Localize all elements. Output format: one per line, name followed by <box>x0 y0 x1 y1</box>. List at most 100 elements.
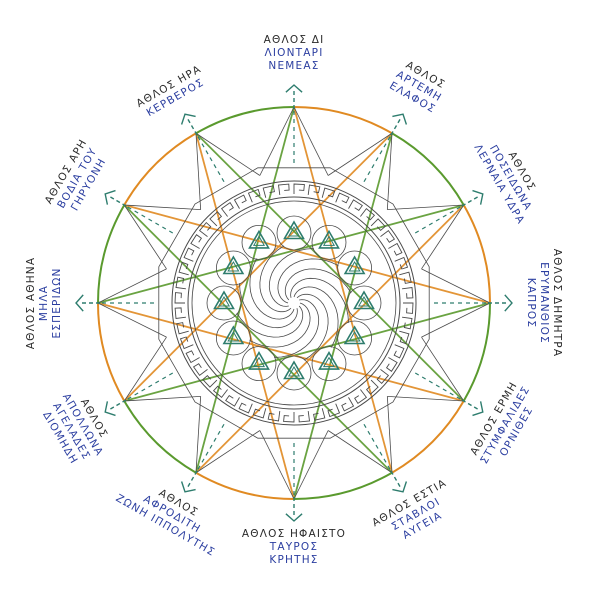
meander-key <box>354 389 368 405</box>
meander-key <box>238 402 253 414</box>
meander-key <box>360 207 376 221</box>
meander-key <box>179 336 194 350</box>
meander-key <box>247 188 261 203</box>
small-circle <box>346 285 382 321</box>
radial-arrowhead <box>472 189 484 205</box>
triangle-outer <box>222 325 245 345</box>
triangle-inner <box>217 296 231 307</box>
spiral-arm <box>249 302 311 348</box>
meander-key <box>225 394 240 407</box>
label-line: ΤΑΥΡΟΣ <box>269 541 318 553</box>
grey-star-line <box>293 106 329 176</box>
meander-key <box>233 194 247 209</box>
spiral-arm <box>274 299 320 358</box>
spiral-arm <box>236 305 304 338</box>
meander-key <box>174 307 186 320</box>
radial-dash-line <box>363 136 391 183</box>
radial-dash-line <box>363 423 391 470</box>
outer-circle-arc <box>123 132 197 206</box>
grey-star-line <box>259 106 295 176</box>
grey-star-line <box>123 336 167 402</box>
grey-star-line <box>387 395 464 402</box>
outer-circle-arc <box>462 302 491 402</box>
label-line: ΕΡΥΜΑΝΘΙΟΣ <box>538 262 550 344</box>
small-circle <box>276 355 312 391</box>
meander-key <box>176 322 189 335</box>
grey-star-line <box>195 396 202 473</box>
meander-key <box>262 185 275 198</box>
spiral-arm <box>239 283 298 329</box>
meander-key <box>198 221 212 237</box>
label-line: ΜΗΛΑ <box>38 285 50 321</box>
spiral-arm <box>293 286 339 348</box>
radial-arrowhead <box>180 113 196 125</box>
radial-arrow-line <box>461 195 480 207</box>
triangle-outer <box>283 220 305 240</box>
radial-arrowhead <box>104 401 116 417</box>
dodecagon <box>158 167 430 439</box>
triangle-inner <box>252 356 266 368</box>
grey-star-line <box>421 336 465 402</box>
label-line: ΚΑΠΡΟΣ <box>525 278 537 328</box>
radial-arrow-line <box>108 399 127 411</box>
meander-key <box>399 271 412 284</box>
triangle-outer <box>248 229 270 249</box>
grey-star-line <box>421 268 491 304</box>
meander-key <box>202 374 218 388</box>
geometry-layer <box>75 84 513 522</box>
grey-star-line <box>124 204 201 211</box>
meander-key <box>393 344 405 359</box>
meander-key <box>190 234 203 249</box>
small-circle <box>215 250 251 286</box>
meander-key <box>192 363 208 377</box>
meander-key <box>370 218 386 232</box>
triangle-inner <box>227 261 240 272</box>
meander-key <box>403 302 414 314</box>
grey-star-line <box>421 204 465 270</box>
triangle-inner <box>287 366 301 377</box>
grey-star-line <box>195 430 261 474</box>
triangle-inner <box>322 356 336 368</box>
meander-key <box>307 184 321 195</box>
label-line: ΚΡΗΤΗΣ <box>269 554 318 566</box>
meander-key <box>376 369 390 385</box>
small-circle <box>311 346 347 382</box>
meander-key <box>183 247 195 262</box>
spiral-arm <box>296 293 329 361</box>
meander-key <box>335 192 350 204</box>
meander-key <box>399 330 410 345</box>
triangle-inner <box>348 261 361 272</box>
grey-star-line <box>386 133 393 210</box>
radial-arrowhead <box>392 481 408 493</box>
meander-key <box>185 350 200 364</box>
meander-key <box>283 412 295 423</box>
radial-arrowhead <box>285 513 303 522</box>
meander-key <box>252 408 267 419</box>
radial-arrowhead <box>392 113 408 125</box>
meander-key <box>341 397 355 412</box>
triangle-outer <box>343 255 366 275</box>
meander-key <box>298 411 311 423</box>
spiral-arm <box>284 268 352 301</box>
outer-circle-arc <box>195 471 295 500</box>
grey-star-line <box>195 133 202 210</box>
meander-ring-inner <box>187 196 401 410</box>
meander-key <box>178 261 189 276</box>
small-circle <box>337 320 373 356</box>
triangle-outer <box>353 290 375 310</box>
meander-key <box>212 385 228 399</box>
triangle-inner <box>287 226 301 237</box>
grey-star-line <box>386 396 393 473</box>
label-line: ΛΙΟΝΤΑΡΙ <box>264 47 323 59</box>
outer-circle-arc <box>97 204 126 304</box>
